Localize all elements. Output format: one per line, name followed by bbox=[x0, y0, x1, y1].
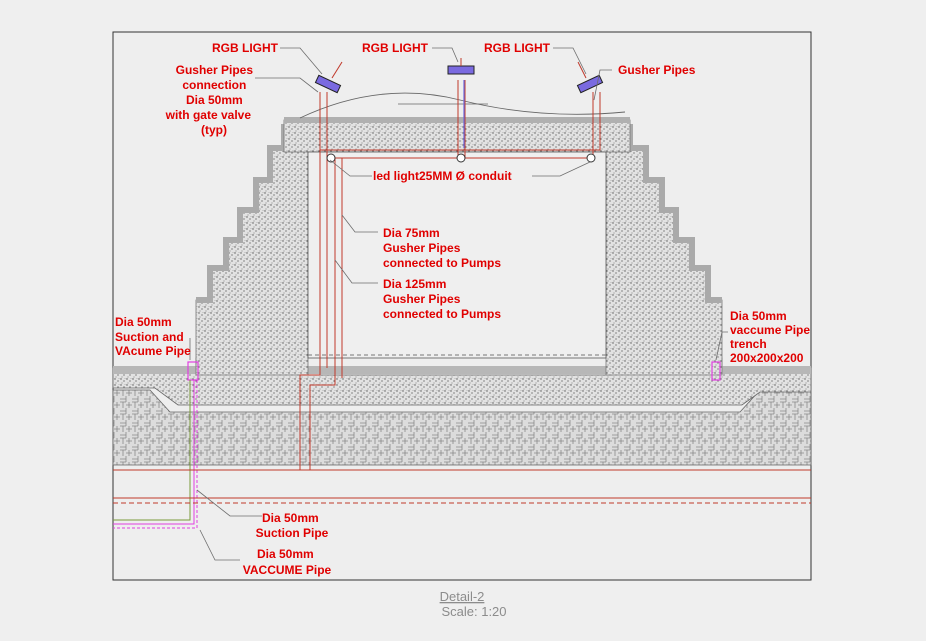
lower-horizontal-pipes bbox=[113, 469, 811, 504]
pipe-joint-left bbox=[326, 153, 336, 163]
rgb-light-mid-fixture bbox=[447, 58, 475, 75]
pipe-joint-mid bbox=[456, 153, 466, 163]
label-rgb-light-right: RGB LIGHT bbox=[484, 41, 551, 55]
label-vaccume-bottom: Dia 50mm VACCUME Pipe bbox=[243, 547, 332, 577]
label-gusher-pipes-right: Gusher Pipes bbox=[618, 63, 696, 77]
top-slab bbox=[283, 119, 631, 153]
label-rgb-light-mid: RGB LIGHT bbox=[362, 41, 429, 55]
label-suction-bottom: Dia 50mm Suction Pipe bbox=[256, 511, 329, 540]
caption-title: Detail-2 bbox=[440, 589, 485, 604]
stepped-wall-left-cap bbox=[196, 124, 287, 303]
pipe-joint-right bbox=[586, 153, 596, 163]
top-slab-edge bbox=[284, 117, 630, 123]
stepped-wall-right-cap bbox=[627, 124, 722, 303]
label-vaccume-right: Dia 50mm vaccume Pipe trench 200x200x200 bbox=[730, 309, 813, 365]
vaccume-trench-right bbox=[711, 361, 721, 381]
inner-chamber bbox=[307, 151, 607, 359]
label-suction-vacume-left: Dia 50mm Suction and VAcume Pipe bbox=[115, 315, 191, 358]
label-dia75: Dia 75mm Gusher Pipes connected to Pumps bbox=[383, 226, 501, 270]
label-led-conduit: led light25MM Ø conduit bbox=[373, 169, 512, 183]
label-dia125: Dia 125mm Gusher Pipes connected to Pump… bbox=[383, 277, 501, 321]
label-gusher-connection: Gusher Pipes connection Dia 50mm with ga… bbox=[165, 63, 257, 137]
caption-scale: Scale: 1:20 bbox=[441, 604, 506, 619]
rgb-light-left-fixture bbox=[314, 61, 343, 94]
leader-lines bbox=[189, 47, 728, 561]
label-rgb-light-left: RGB LIGHT bbox=[212, 41, 279, 55]
suction-vaccume-pipes bbox=[113, 361, 199, 529]
rgb-light-right-fixture bbox=[576, 61, 604, 94]
water-arch bbox=[299, 92, 626, 119]
ground-top-band bbox=[113, 366, 811, 374]
